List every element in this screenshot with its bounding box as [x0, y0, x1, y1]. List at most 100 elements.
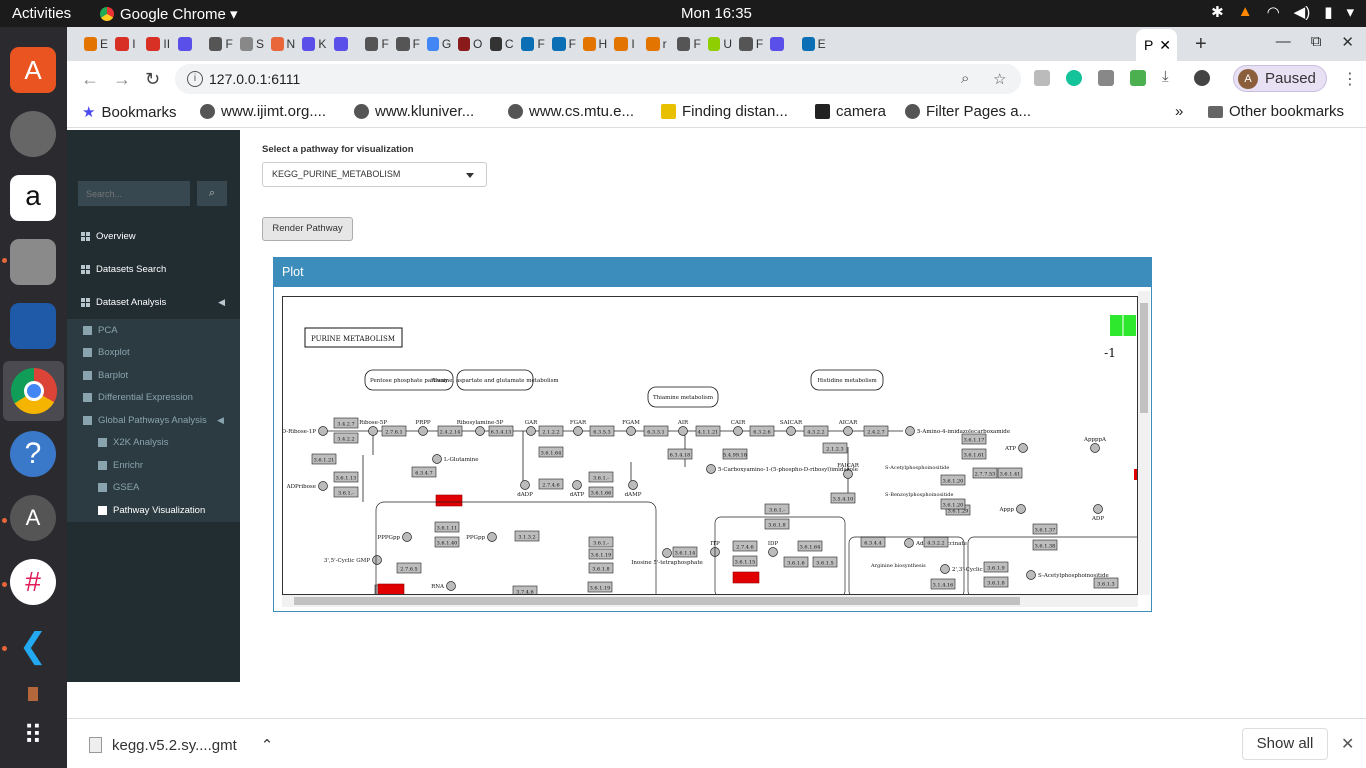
extension-check-icon[interactable]: [1130, 70, 1146, 86]
volume-icon[interactable]: ◀): [1293, 4, 1311, 21]
reload-button[interactable]: ↻: [145, 69, 161, 89]
enzyme-node[interactable]: [588, 562, 614, 574]
tab[interactable]: N: [271, 33, 295, 55]
sidebar-item-barplot[interactable]: Barplot: [83, 370, 128, 381]
compound-node[interactable]: [1090, 443, 1100, 453]
enzyme-node[interactable]: [749, 425, 775, 437]
enzyme-node[interactable]: [643, 425, 669, 437]
show-all-button[interactable]: Show all: [1242, 728, 1328, 760]
tab[interactable]: K: [302, 33, 326, 55]
vlc-icon[interactable]: ▲: [1237, 3, 1253, 20]
enzyme-node[interactable]: [538, 446, 564, 458]
amazon-store-icon[interactable]: A: [10, 47, 56, 93]
tab-active[interactable]: P✕: [1136, 29, 1177, 61]
enzyme-node[interactable]: [822, 442, 848, 454]
enzyme-node[interactable]: [333, 471, 359, 483]
files-icon[interactable]: [10, 239, 56, 285]
vscode-icon[interactable]: ❮: [10, 623, 56, 669]
sidebar-item-global-pathways-analysis[interactable]: Global Pathways Analysis◀: [83, 415, 224, 426]
compound-node[interactable]: [372, 555, 382, 565]
compound-node[interactable]: [368, 426, 378, 436]
terminal-icon[interactable]: [10, 687, 56, 703]
map-link[interactable]: [647, 386, 719, 408]
help-icon[interactable]: ?: [10, 431, 56, 477]
slack-icon[interactable]: #: [10, 559, 56, 605]
tab[interactable]: I: [614, 33, 638, 55]
sidebar-item-overview[interactable]: Overview: [67, 225, 240, 247]
updater-icon[interactable]: A: [10, 495, 56, 541]
app-menu[interactable]: Google Chrome ▾: [100, 5, 238, 23]
enzyme-node[interactable]: [803, 425, 829, 437]
enzyme-node[interactable]: [672, 546, 698, 558]
grammarly-icon[interactable]: [1066, 70, 1082, 86]
sidebar-item-enrichr[interactable]: Enrichr: [98, 460, 143, 471]
enzyme-node[interactable]: [434, 536, 460, 548]
writer-icon[interactable]: [10, 303, 56, 349]
tab[interactable]: F: [739, 33, 763, 55]
sidebar-item-differential-expression[interactable]: Differential Expression: [83, 392, 193, 403]
enzyme-node[interactable]: [830, 492, 856, 504]
enzyme-node[interactable]: [333, 417, 359, 429]
extension-shield-icon[interactable]: [1034, 70, 1050, 86]
address-bar[interactable]: i 127.0.0.1:6111 ⌕ ☆: [175, 64, 1021, 94]
compound-node[interactable]: [786, 426, 796, 436]
chrome-icon[interactable]: [3, 361, 64, 421]
enzyme-node[interactable]: [333, 486, 359, 498]
enzyme-node[interactable]: [783, 556, 809, 568]
compound-node[interactable]: [733, 426, 743, 436]
tab[interactable]: O: [458, 33, 482, 55]
close-icon[interactable]: ✕: [1159, 37, 1171, 53]
tab[interactable]: F: [208, 33, 233, 55]
battery-icon[interactable]: ▮: [1324, 4, 1333, 21]
tab[interactable]: C: [489, 33, 514, 55]
power-menu-icon[interactable]: ▾: [1346, 4, 1354, 21]
apps-grid-icon[interactable]: ⠿: [23, 720, 43, 750]
enzyme-node[interactable]: [538, 425, 564, 437]
tab[interactable]: F: [520, 33, 545, 55]
compound-node[interactable]: [1093, 504, 1103, 514]
tab[interactable]: r: [645, 33, 670, 55]
enzyme-node[interactable]: [333, 432, 359, 444]
enzyme-node[interactable]: [434, 521, 460, 533]
compound-node[interactable]: [662, 548, 672, 558]
activities-button[interactable]: Activities: [12, 5, 72, 22]
sidebar-item-dataset-analysis[interactable]: Dataset Analysis◀: [67, 291, 240, 313]
compound-node[interactable]: [1016, 504, 1026, 514]
enzyme-node[interactable]: [488, 425, 514, 437]
enzyme-node[interactable]: [512, 585, 538, 595]
map-link[interactable]: [456, 369, 534, 391]
bookmarks-button[interactable]: ★Bookmarks: [82, 103, 176, 122]
enzyme-node[interactable]: [997, 467, 1023, 479]
compound-node[interactable]: [573, 426, 583, 436]
bookmark-item[interactable]: www.cs.mtu.e...: [508, 103, 634, 120]
profile-button[interactable]: A Paused: [1233, 65, 1327, 92]
back-button[interactable]: ←: [81, 69, 99, 89]
compound-node[interactable]: [526, 426, 536, 436]
clock[interactable]: Mon 16:35: [681, 5, 752, 22]
tab[interactable]: II: [146, 33, 170, 55]
render-pathway-button[interactable]: Render Pathway: [262, 217, 353, 241]
tab[interactable]: S: [240, 33, 264, 55]
tab[interactable]: F: [676, 33, 701, 55]
compound-node[interactable]: [706, 464, 716, 474]
compound-node[interactable]: [678, 426, 688, 436]
enzyme-node[interactable]: [1032, 523, 1058, 535]
tab[interactable]: F: [396, 33, 420, 55]
sidebar-item-gsea[interactable]: GSEA: [98, 482, 139, 493]
enzyme-node[interactable]: [437, 425, 463, 437]
maximize-icon[interactable]: ⧉: [1310, 33, 1322, 50]
compound-node[interactable]: [446, 581, 456, 591]
close-window-icon[interactable]: ✕: [1341, 34, 1354, 51]
enzyme-node[interactable]: [695, 425, 721, 437]
compound-node[interactable]: [418, 426, 428, 436]
enzyme-node[interactable]: [972, 467, 998, 479]
compound-node[interactable]: [768, 547, 778, 557]
compound-node[interactable]: [905, 426, 915, 436]
system-tray[interactable]: ✱ ▲ ◠ ◀) ▮ ▾: [1211, 3, 1354, 21]
enzyme-node[interactable]: [983, 576, 1009, 588]
enzyme-node-highlighted[interactable]: [435, 494, 463, 507]
bookmark-item[interactable]: Filter Pages a...: [905, 103, 1031, 120]
horizontal-scrollbar[interactable]: [282, 595, 1138, 607]
enzyme-node[interactable]: [667, 448, 693, 460]
